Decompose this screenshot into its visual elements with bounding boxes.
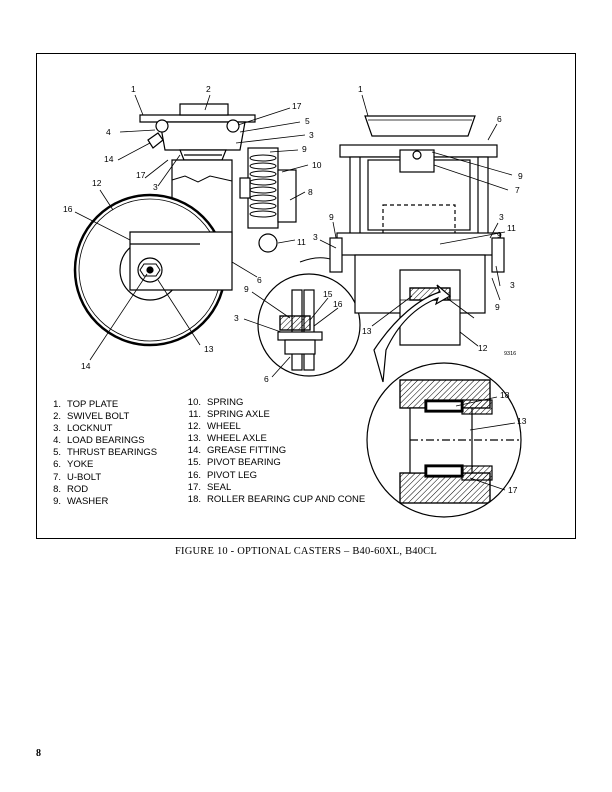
callout-14b: 14 [81, 361, 91, 371]
front-callout-3: 3 [313, 232, 318, 242]
legend-item: 4.LOAD BEARINGS [53, 435, 145, 447]
detail-leaders [455, 396, 516, 491]
legend-item: 7.U-BOLT [53, 471, 102, 483]
callout-17b: 17 [136, 170, 146, 180]
figure-caption: FIGURE 10 - OPTIONAL CASTERS – B40-60XL,… [175, 546, 437, 557]
side-view-caster [73, 103, 297, 347]
legend-item: 14.GREASE FITTING [187, 445, 287, 457]
legend-item: 18.ROLLER BEARING CUP AND CONE [187, 493, 366, 505]
callout-4: 4 [106, 127, 111, 137]
legend-item: 11.SPRING AXLE [188, 409, 270, 421]
front-callout-13: 13 [362, 326, 372, 336]
front-callout-9d: 9 [495, 302, 500, 312]
pivot-bearing-inset [257, 273, 361, 377]
callout-5: 5 [305, 116, 310, 126]
legend-item: 15.PIVOT BEARING [187, 457, 281, 469]
callout-10: 10 [312, 160, 322, 170]
roller-bearing-detail [366, 362, 522, 518]
legend-item: 16.PIVOT LEG [187, 469, 257, 481]
callout-labels: 1 2 17 5 3 4 9 10 14 17 3 8 12 16 11 6 1… [63, 84, 527, 495]
front-callout-1: 1 [358, 84, 363, 94]
callout-3: 3 [309, 130, 314, 140]
legend-item: 3.LOCKNUT [53, 423, 113, 435]
inset-callout-3: 3 [234, 313, 239, 323]
legend-item: 13.WHEEL AXLE [187, 433, 267, 445]
legend-left-column: 1.TOP PLATE 2.SWIVEL BOLT 3.LOCKNUT 4.LO… [48, 399, 157, 508]
callout-11: 11 [297, 237, 306, 247]
front-callout-6: 6 [497, 114, 502, 124]
front-callout-12: 12 [478, 343, 488, 353]
front-view-leaders [319, 94, 513, 347]
front-callout-11: 11 [507, 223, 516, 233]
side-view-leaders [74, 94, 309, 361]
front-callout-9c: 9 [497, 230, 502, 240]
callout-6: 6 [257, 275, 262, 285]
legend-right-column: 10.SPRING 11.SPRING AXLE 12.WHEEL 13.WHE… [184, 397, 365, 506]
callout-9: 9 [302, 144, 307, 154]
inset-callout-9: 9 [244, 284, 249, 294]
callout-1: 1 [131, 84, 136, 94]
inset-callout-6: 6 [264, 374, 269, 384]
detail-connector-arrow [373, 284, 452, 383]
callout-13: 13 [204, 344, 214, 354]
legend-item: 10.SPRING [187, 397, 244, 408]
detail-callout-17: 17 [508, 485, 518, 495]
figure-frame [36, 53, 576, 539]
detail-callout-13: 13 [517, 416, 527, 426]
callout-16: 16 [63, 204, 73, 214]
legend-item: 9.WASHER [53, 495, 109, 507]
drawing-code: 9316 [504, 351, 516, 357]
front-callout-7: 7 [515, 185, 520, 195]
callout-8: 8 [308, 187, 313, 197]
front-callout-3b: 3 [499, 212, 504, 222]
callout-17: 17 [292, 101, 302, 111]
legend-item: 8.ROD [53, 483, 89, 495]
detail-callout-18: 18 [500, 390, 510, 400]
front-view-caster [329, 115, 505, 346]
inset-callout-16: 16 [333, 299, 343, 309]
callout-14: 14 [104, 154, 114, 164]
inset-leaders [243, 291, 339, 378]
front-callout-9: 9 [518, 171, 523, 181]
front-callout-9b: 9 [329, 212, 334, 222]
callout-3b: 3 [153, 182, 158, 192]
legend-item: 1.TOP PLATE [53, 399, 119, 410]
inset-callout-15: 15 [323, 289, 333, 299]
callout-12: 12 [92, 178, 102, 188]
front-callout-3c: 3 [510, 280, 515, 290]
page-number: 8 [36, 748, 41, 759]
callout-2: 2 [206, 84, 211, 94]
legend-item: 17.SEAL [187, 481, 232, 493]
legend-item: 2.SWIVEL BOLT [53, 411, 130, 423]
legend-item: 12.WHEEL [187, 421, 241, 433]
legend-item: 5.THRUST BEARINGS [53, 447, 158, 459]
legend-item: 6.YOKE [53, 459, 94, 471]
